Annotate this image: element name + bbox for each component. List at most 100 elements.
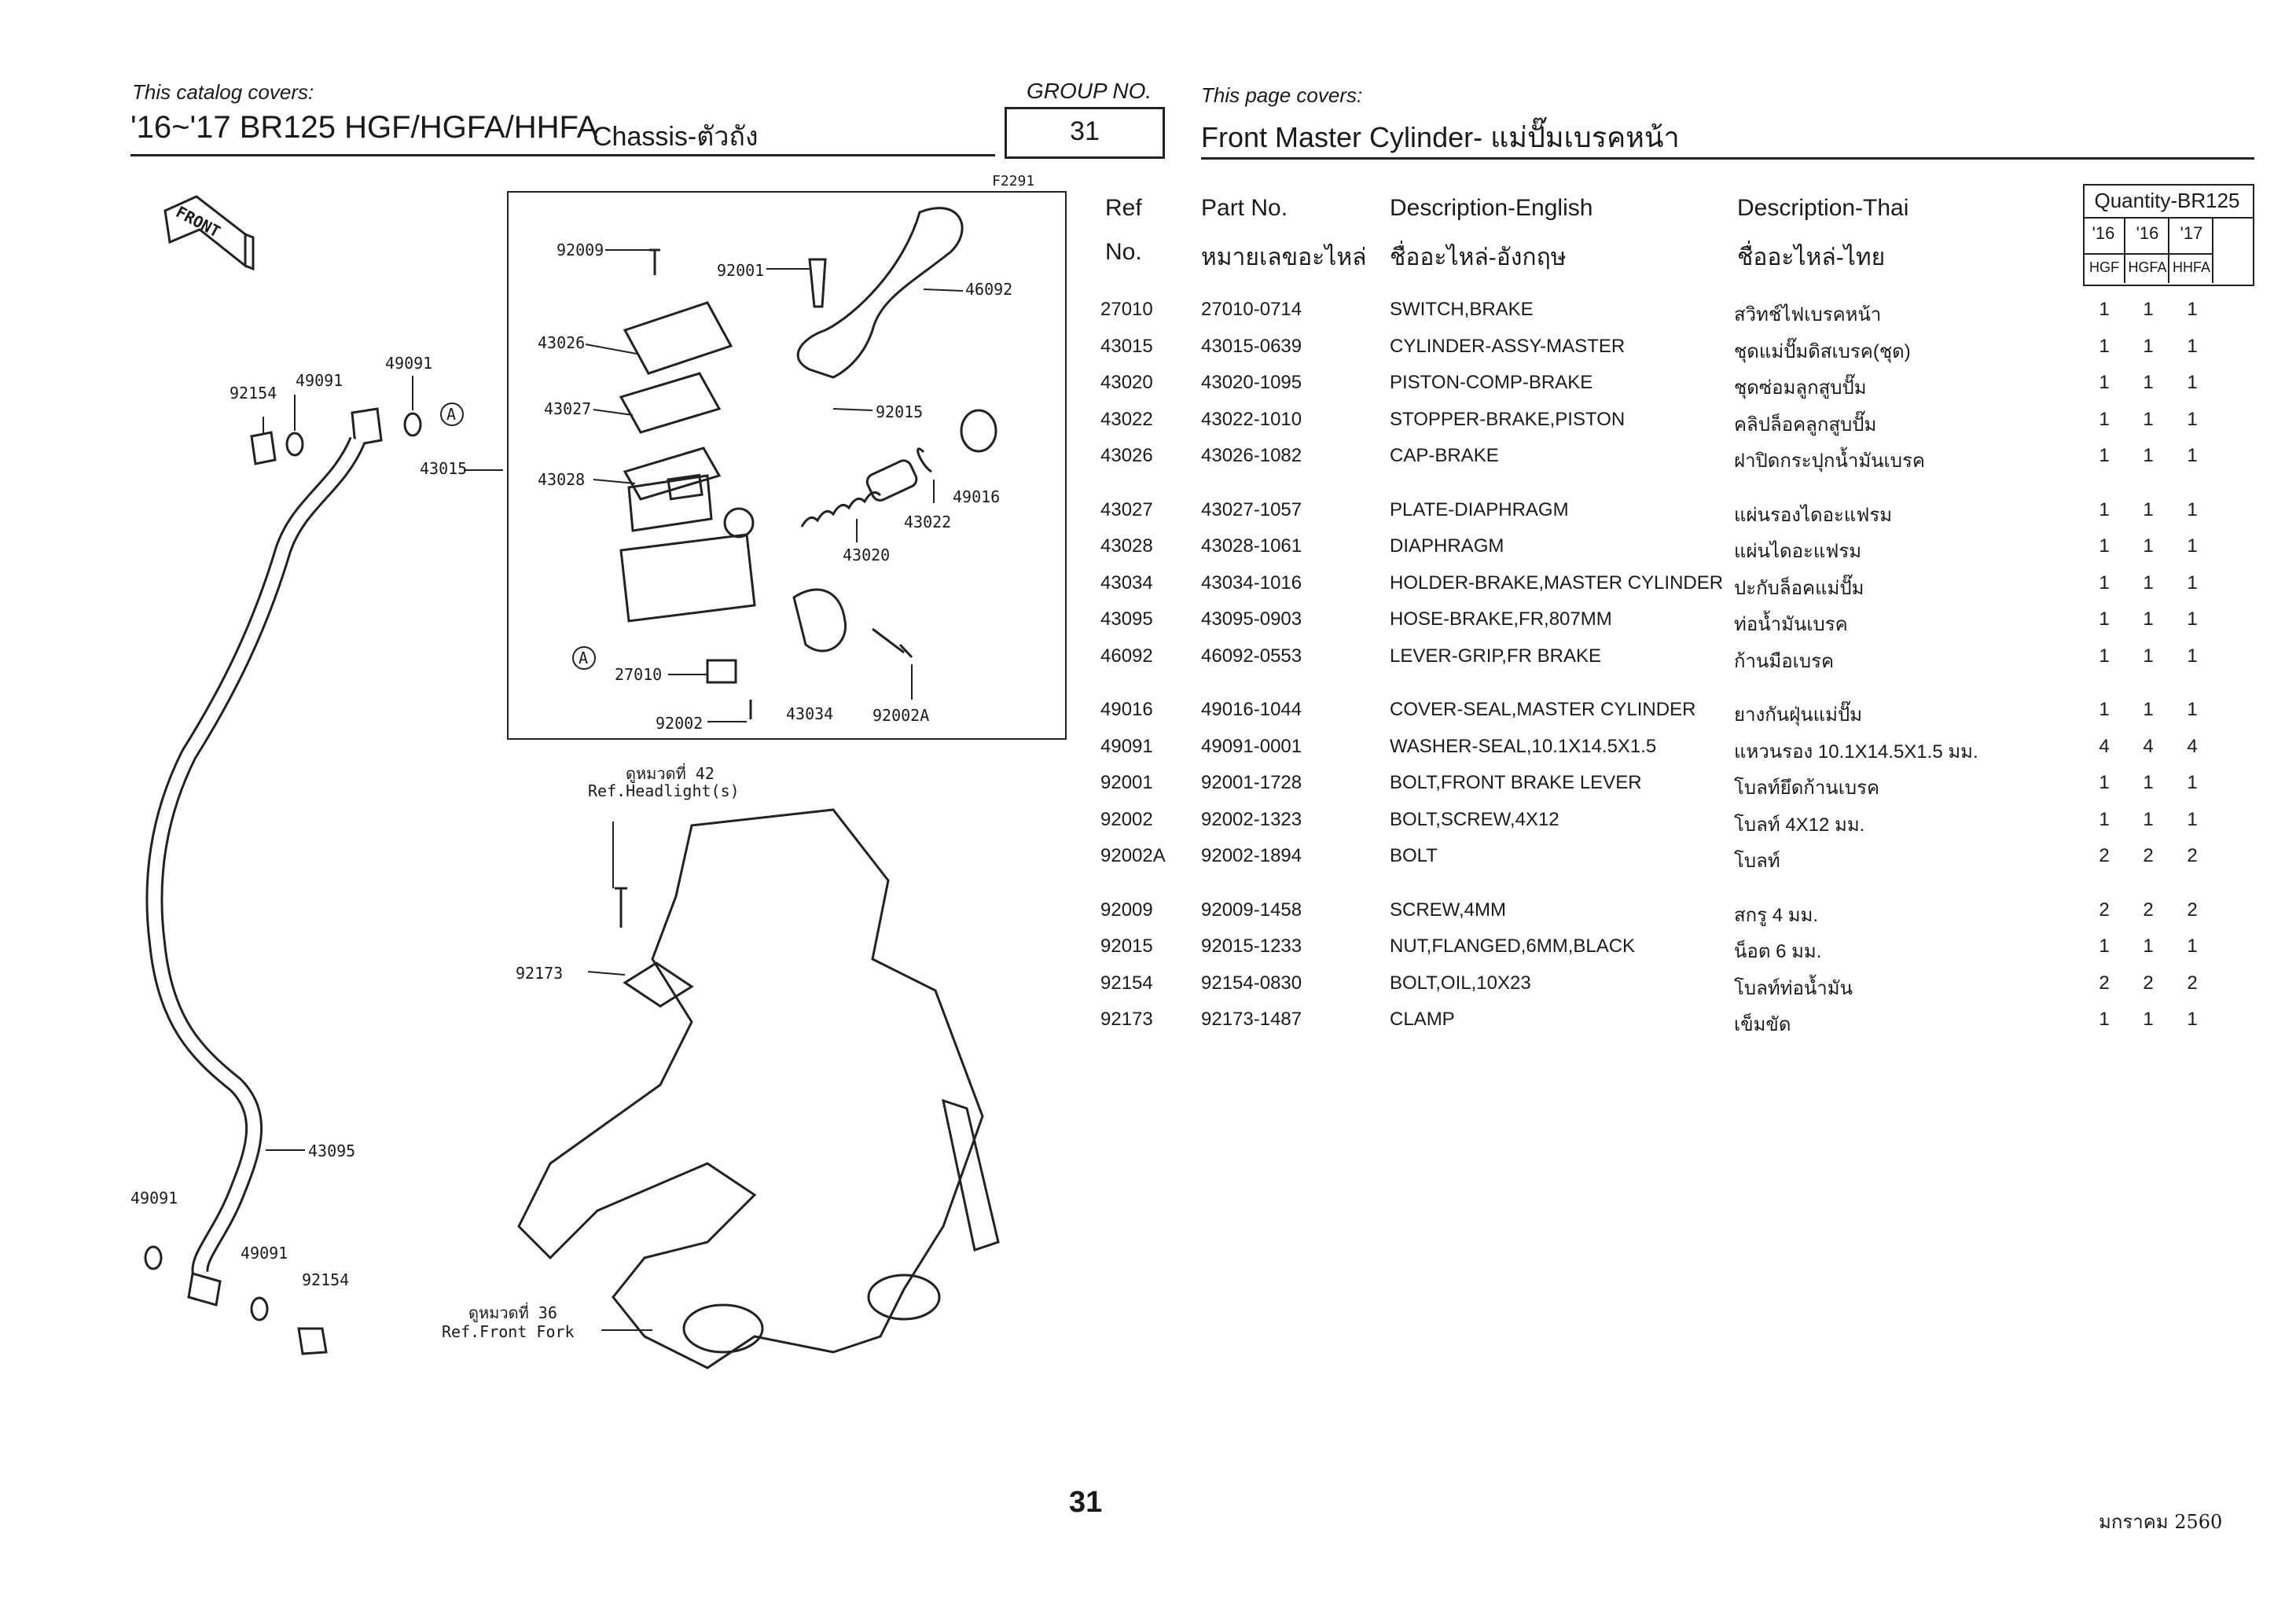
ref-no: 43022: [1100, 408, 1153, 430]
callout-92009: 92009: [557, 241, 604, 259]
col-desc-en-th: ชื่ออะไหล่-อังกฤษ: [1390, 244, 1567, 270]
callout-43015: 43015: [420, 459, 468, 478]
catalog-model: '16~'17 BR125 HGF/HGFA/HHFA: [130, 110, 598, 145]
part-no: 43015-0639: [1201, 335, 1302, 357]
description-english: PLATE-DIAPHRAGM: [1390, 498, 1569, 520]
qty-sep-3: [2212, 217, 2213, 283]
qty-year-2: '16: [2136, 223, 2159, 243]
figure-code: F2291: [992, 173, 1035, 189]
callout-49091-d: 49091: [241, 1244, 288, 1263]
quantity-3: 1: [2187, 498, 2198, 520]
quantity-2: 1: [2143, 772, 2154, 793]
description-thai: น็อต 6 มม.: [1734, 941, 1822, 962]
part-no: 92002-1323: [1201, 808, 1302, 830]
table-row: 27010 27010-0714 SWITCH,BRAKE สวิทช์ไฟเบรคห…: [1100, 299, 2264, 330]
description-english: HOSE-BRAKE,FR,807MM: [1390, 608, 1612, 630]
part-no: 27010-0714: [1201, 299, 1302, 320]
quantity-2: 1: [2143, 645, 2154, 667]
ref-no: 43015: [1100, 335, 1153, 357]
circle-a-top: A: [446, 405, 457, 424]
description-thai: ชุดแม่ปั๊มดิสเบรค(ชุด): [1734, 340, 1911, 362]
master-cylinder-body: [619, 533, 756, 623]
description-english: SWITCH,BRAKE: [1390, 299, 1534, 320]
ref-no: 43020: [1100, 372, 1153, 393]
callout-92015: 92015: [876, 402, 924, 421]
quantity-3: 2: [2187, 899, 2198, 921]
part-no: 43095-0903: [1201, 608, 1302, 630]
banjo-bolt-top: [250, 431, 277, 465]
description-thai: สกรู 4 มม.: [1734, 904, 1819, 926]
front-arrow-icon: [163, 195, 255, 271]
ref-no: 49091: [1100, 735, 1153, 757]
quantity-3: 1: [2187, 645, 2198, 667]
description-thai: ก้านมือเบรค: [1734, 650, 1835, 672]
quantity-2: 1: [2143, 699, 2154, 720]
part-no: 49016-1044: [1201, 699, 1302, 720]
quantity-1: 1: [2099, 645, 2110, 667]
quantity-1: 1: [2099, 535, 2110, 557]
qty-year-1: '16: [2092, 223, 2115, 243]
quantity-3: 1: [2187, 772, 2198, 793]
plate-diaphragm: [619, 372, 722, 434]
description-thai: ปะกับล็อคแม่ปั๊ม: [1734, 577, 1864, 599]
group-no-box: 31: [1005, 107, 1165, 159]
ref-headlight-th: ดูหมวดที่ 42: [626, 764, 715, 783]
description-thai: เข็มขัด: [1734, 1014, 1791, 1035]
quantity-1: 1: [2099, 445, 2110, 466]
inset-box: [507, 191, 1067, 740]
quantity-3: 1: [2187, 445, 2198, 466]
reservoir: [627, 474, 713, 532]
circle-a-inset: A: [579, 649, 589, 667]
callout-92154-top: 92154: [230, 384, 277, 402]
quantity-header-box: [2083, 184, 2254, 286]
quantity-1: 1: [2099, 299, 2110, 320]
callout-43026: 43026: [538, 333, 586, 352]
qty-divider-2: [2083, 253, 2213, 255]
callout-43034: 43034: [786, 704, 834, 723]
steering-bracket: [517, 808, 984, 1369]
description-english: PISTON-COMP-BRAKE: [1390, 372, 1593, 393]
quantity-1: 1: [2099, 808, 2110, 830]
qty-year-3: '17: [2180, 223, 2203, 243]
part-no: 43020-1095: [1201, 372, 1302, 393]
quantity-2: 1: [2143, 498, 2154, 520]
ref-no: 27010: [1100, 299, 1153, 320]
description-thai: ยางกันฝุ่นแม่ปั๊ม: [1734, 704, 1863, 726]
qty-sep-1: [2124, 217, 2125, 283]
part-no: 43034-1016: [1201, 572, 1302, 594]
quantity-2: 2: [2143, 899, 2154, 921]
quantity-3: 1: [2187, 699, 2198, 720]
group-no-label: GROUP NO.: [1027, 79, 1152, 103]
ref-no: 43034: [1100, 572, 1153, 594]
holder-brake: [792, 588, 847, 652]
ref-no: 43095: [1100, 608, 1153, 630]
description-english: SCREW,4MM: [1390, 899, 1507, 921]
header-rule-left: [130, 154, 995, 156]
description-thai: แผ่นไดอะแฟรม: [1734, 541, 1862, 562]
description-thai: สวิทช์ไฟเบรคหน้า: [1734, 304, 1882, 325]
description-thai: ชุดซ่อมลูกสูบปั๊ม: [1734, 377, 1867, 399]
quantity-2: 1: [2143, 1009, 2154, 1030]
ref-no: 92002A: [1100, 845, 1166, 866]
callout-49091-b: 49091: [385, 354, 433, 373]
quantity-3: 1: [2187, 935, 2198, 957]
col-desc-th-th: ชื่ออะไหล่-ไทย: [1737, 244, 1886, 270]
ref-no: 43027: [1100, 498, 1153, 520]
quantity-2: 1: [2143, 299, 2154, 320]
ref-no: 43026: [1100, 445, 1153, 466]
quantity-2: 1: [2143, 935, 2154, 957]
ref-no: 43028: [1100, 535, 1153, 557]
quantity-2: 2: [2143, 972, 2154, 994]
description-english: DIAPHRAGM: [1390, 535, 1504, 557]
quantity-1: 2: [2099, 899, 2110, 921]
part-no: 49091-0001: [1201, 735, 1302, 757]
description-english: BOLT: [1390, 845, 1438, 866]
header-rule-right: [1201, 157, 2254, 160]
